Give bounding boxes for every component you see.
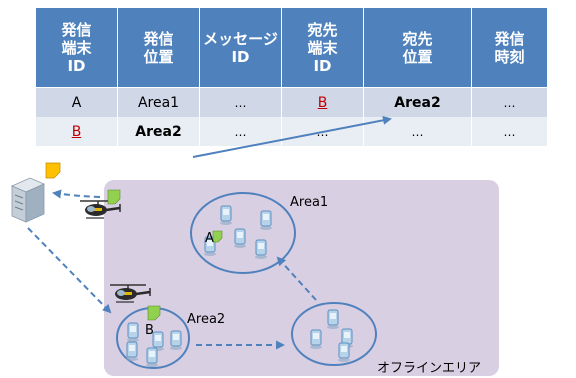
device-icon xyxy=(337,342,351,363)
area1-label: Area1 xyxy=(290,195,328,210)
area1-circle xyxy=(190,192,296,274)
device-icon xyxy=(259,210,273,231)
header-dest-id: 宛先 端末 ID xyxy=(281,7,364,88)
table-row: A Area1 … B Area2 … xyxy=(35,87,548,117)
table-cell: … xyxy=(471,117,548,146)
device-icon xyxy=(125,341,139,362)
offline-area-label: オフラインエリア xyxy=(377,361,481,376)
header-sender-location: 発信 位置 xyxy=(117,7,200,88)
device-icon xyxy=(169,330,183,351)
device-icon xyxy=(219,205,233,226)
device-icon xyxy=(254,239,268,260)
message-icon xyxy=(107,189,121,205)
table-header-row: 発信 端末 ID 発信 位置 メッセージ ID 宛先 端末 ID 宛先 位置 発… xyxy=(35,7,548,88)
device-icon xyxy=(145,347,159,368)
table-cell: Area2 xyxy=(117,117,200,146)
area2-label: Area2 xyxy=(187,312,225,327)
table-cell: … xyxy=(363,117,472,146)
table-link-arrow xyxy=(192,115,392,158)
table-cell: … xyxy=(199,87,282,117)
offline-area xyxy=(104,180,499,376)
table-cell: Area1 xyxy=(117,87,200,117)
message-icon xyxy=(212,230,223,243)
route-arrow xyxy=(52,189,101,199)
device-icon xyxy=(126,322,140,343)
device-icon xyxy=(326,309,340,330)
table-cell: B xyxy=(35,117,118,146)
node-b-label: B xyxy=(145,323,154,338)
server-icon xyxy=(11,177,45,223)
header-dest-location: 宛先 位置 xyxy=(363,7,472,88)
header-message-id: メッセージ ID xyxy=(199,7,282,88)
node-a-label: A xyxy=(205,231,214,246)
table-cell: B xyxy=(281,87,364,117)
header-sender-id: 発信 端末 ID xyxy=(35,7,118,88)
table-cell: … xyxy=(471,87,548,117)
route-arrow xyxy=(27,227,112,314)
header-send-time: 発信 時刻 xyxy=(471,7,548,88)
device-icon xyxy=(309,329,323,350)
table-cell: Area2 xyxy=(363,87,472,117)
table-cell: A xyxy=(35,87,118,117)
message-icon xyxy=(147,305,161,321)
offline-circle xyxy=(291,302,377,366)
message-icon xyxy=(45,162,61,179)
message-table: 発信 端末 ID 発信 位置 メッセージ ID 宛先 端末 ID 宛先 位置 発… xyxy=(35,7,548,146)
device-icon xyxy=(233,228,247,249)
table-cell: … xyxy=(199,117,282,146)
